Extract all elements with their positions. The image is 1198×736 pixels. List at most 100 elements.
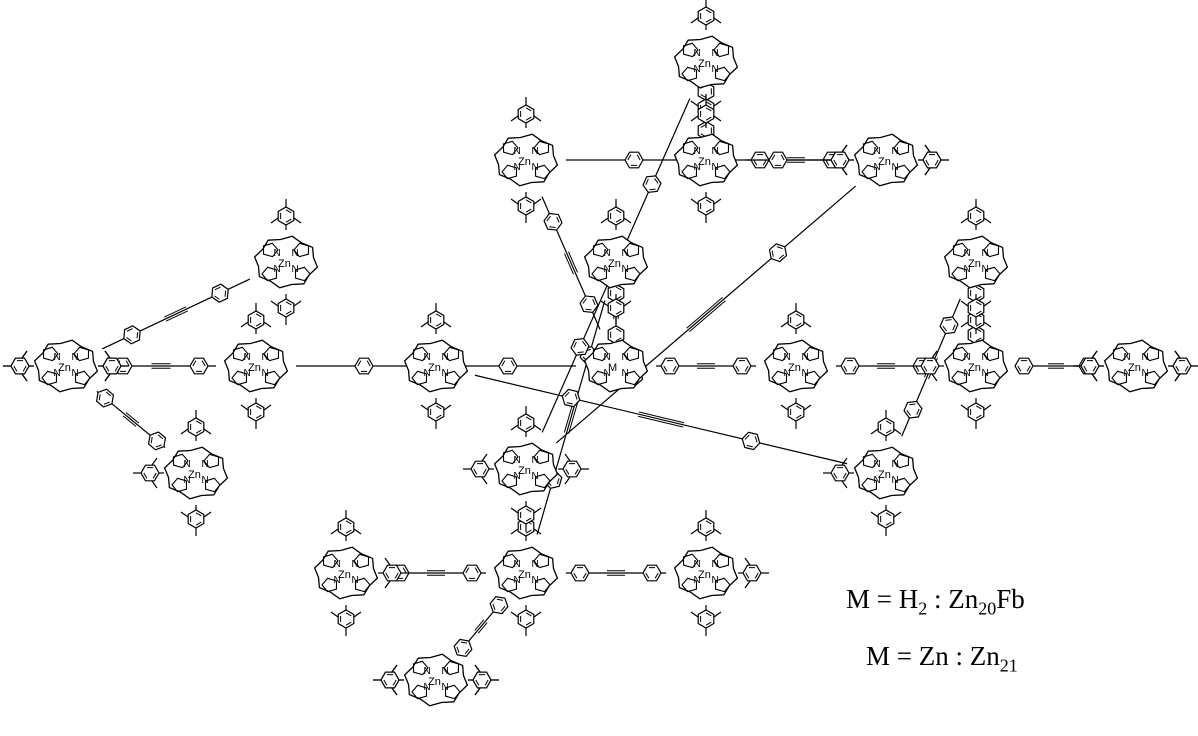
nitrogen-label: N xyxy=(694,575,701,586)
nitrogen-label: N xyxy=(292,248,299,259)
nitrogen-label: N xyxy=(874,459,881,470)
nitrogen-label: N xyxy=(1124,368,1131,379)
nitrogen-label: N xyxy=(514,162,521,173)
nitrogen-label: N xyxy=(622,368,629,379)
legend-1-sep: : Zn xyxy=(927,584,979,614)
metal-center-label: M xyxy=(608,362,617,374)
nitrogen-label: N xyxy=(334,559,341,570)
linker-p16-p18 xyxy=(101,278,251,350)
metal-center-label: Zn xyxy=(608,258,621,270)
nitrogen-label: N xyxy=(54,368,61,379)
nitrogen-label: N xyxy=(1142,368,1149,379)
nitrogen-label: N xyxy=(604,264,611,275)
nitrogen-label: N xyxy=(184,459,191,470)
nitrogen-label: N xyxy=(892,475,899,486)
legend-2-sep: : Zn xyxy=(948,641,1000,671)
linker-p7-p8 xyxy=(566,564,666,582)
nitrogen-label: N xyxy=(532,559,539,570)
nitrogen-label: N xyxy=(892,146,899,157)
nitrogen-label: N xyxy=(694,162,701,173)
nitrogen-label: N xyxy=(1124,352,1131,363)
nitrogen-label: N xyxy=(292,264,299,275)
nitrogen-label: N xyxy=(964,368,971,379)
nitrogen-label: N xyxy=(712,559,719,570)
metal-center-label: Zn xyxy=(968,258,981,270)
nitrogen-label: N xyxy=(514,455,521,466)
nitrogen-label: N xyxy=(424,666,431,677)
linker-p5-p9 xyxy=(656,357,756,375)
nitrogen-label: N xyxy=(72,368,79,379)
nitrogen-label: N xyxy=(694,559,701,570)
nitrogen-label: N xyxy=(352,559,359,570)
nitrogen-label: N xyxy=(424,682,431,693)
nitrogen-label: N xyxy=(442,666,449,677)
metal-center-label: Zn xyxy=(188,469,201,481)
metal-center-label: Zn xyxy=(338,569,351,581)
nitrogen-label: N xyxy=(712,48,719,59)
nitrogen-label: N xyxy=(874,162,881,173)
metal-center-label: Zn xyxy=(788,362,801,374)
nitrogen-label: N xyxy=(442,368,449,379)
nitrogen-label: N xyxy=(604,248,611,259)
nitrogen-label: N xyxy=(694,64,701,75)
nitrogen-label: N xyxy=(982,352,989,363)
metal-center-label: Zn xyxy=(698,569,711,581)
nitrogen-label: N xyxy=(802,352,809,363)
metal-center-label: Zn xyxy=(518,156,531,168)
nitrogen-label: N xyxy=(712,575,719,586)
nitrogen-label: N xyxy=(202,459,209,470)
nitrogen-label: N xyxy=(604,368,611,379)
nitrogen-label: N xyxy=(244,352,251,363)
metal-center-label: Zn xyxy=(428,362,441,374)
metal-center-label: Zn xyxy=(248,362,261,374)
nitrogen-label: N xyxy=(532,575,539,586)
nitrogen-label: N xyxy=(604,352,611,363)
nitrogen-label: N xyxy=(622,264,629,275)
metal-center-label: Zn xyxy=(878,156,891,168)
nitrogen-label: N xyxy=(802,368,809,379)
nitrogen-label: N xyxy=(334,575,341,586)
linker-p13-p14 xyxy=(474,374,848,465)
legend-line-1: M = H2 : Zn20Fb xyxy=(846,584,1025,619)
nitrogen-label: N xyxy=(442,352,449,363)
metal-center-label: Zn xyxy=(518,465,531,477)
nitrogen-label: N xyxy=(424,352,431,363)
nitrogen-label: N xyxy=(874,475,881,486)
nitrogen-label: N xyxy=(532,455,539,466)
nitrogen-label: N xyxy=(424,368,431,379)
nitrogen-label: N xyxy=(964,352,971,363)
nitrogen-label: N xyxy=(514,575,521,586)
nitrogen-label: N xyxy=(262,368,269,379)
nitrogen-label: N xyxy=(694,146,701,157)
metal-center-label: Zn xyxy=(698,58,711,70)
legend-1-lhs: M = H xyxy=(846,584,919,614)
linker-p6-p7 xyxy=(536,300,606,535)
nitrogen-label: N xyxy=(274,248,281,259)
metal-center-label: Zn xyxy=(518,569,531,581)
nitrogen-label: N xyxy=(892,162,899,173)
metal-center-label: Zn xyxy=(1128,362,1141,374)
nitrogen-label: N xyxy=(874,146,881,157)
nitrogen-label: N xyxy=(262,352,269,363)
nitrogen-label: N xyxy=(532,146,539,157)
legend-1-rhs-sub: 20 xyxy=(978,598,997,619)
